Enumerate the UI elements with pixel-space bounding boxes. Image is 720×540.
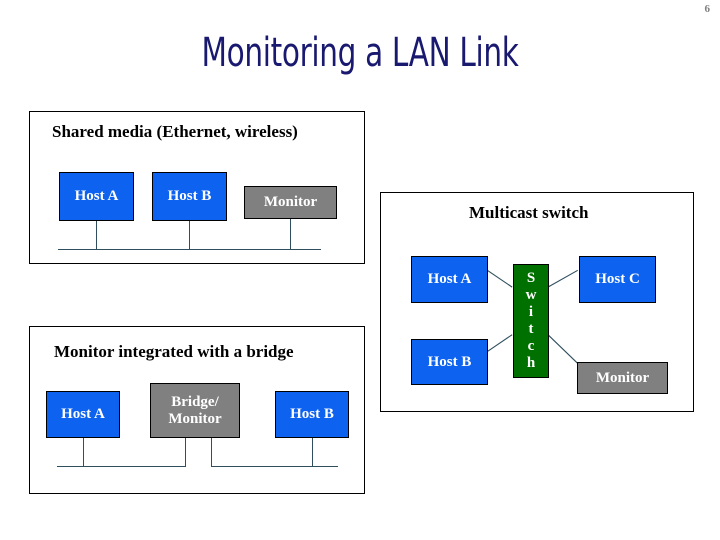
node-monitor-switch[interactable]: Monitor [577,362,668,394]
switch-letter-1: S [526,270,536,286]
wire-drop-host-b-bridge [312,438,314,467]
wire-drop-bridge-right [211,438,213,467]
node-monitor-shared[interactable]: Monitor [244,186,337,219]
node-host-a-shared[interactable]: Host A [59,172,134,221]
panel-heading-multicast-switch: Multicast switch [469,203,589,222]
switch-letter-6: h [526,355,536,371]
wire-drop-host-a-shared [96,221,98,250]
node-host-b-switch[interactable]: Host B [411,339,488,385]
panel-heading-bridge: Monitor integrated with a bridge [54,342,294,361]
node-switch[interactable]: S w i t c h [513,264,549,378]
node-host-b-bridge[interactable]: Host B [275,391,349,438]
wire-drop-monitor-shared [290,219,292,250]
page-title: Monitoring a LAN Link [201,30,519,76]
panel-shared-media: Shared media (Ethernet, wireless) Host A… [29,111,365,264]
link-host-a-switch [487,269,513,288]
wire-bus-segment-left [57,466,186,468]
wire-drop-host-b-shared [189,221,191,250]
node-host-b-shared[interactable]: Host B [152,172,227,221]
page-number: 6 [704,3,711,15]
node-host-c-switch[interactable]: Host C [579,256,656,303]
switch-letter-4: t [528,321,534,337]
panel-bridge: Monitor integrated with a bridge Host A … [29,326,365,494]
link-switch-monitor [547,334,579,364]
link-switch-host-c [547,269,579,288]
wire-drop-host-a-bridge [83,438,85,467]
panel-heading-shared-media: Shared media (Ethernet, wireless) [52,122,298,141]
panel-multicast-switch: Multicast switch Host A Host B Host C Mo… [380,192,694,412]
node-host-a-bridge[interactable]: Host A [46,391,120,438]
switch-letter-5: c [527,338,535,354]
node-host-a-switch[interactable]: Host A [411,256,488,303]
switch-letter-3: i [528,304,534,320]
link-host-b-switch [487,334,513,352]
node-bridge-monitor[interactable]: Bridge/ Monitor [150,383,240,438]
wire-drop-bridge-left [185,438,187,467]
switch-letter-2: w [525,287,537,303]
wire-bus-shared [58,249,321,251]
wire-bus-segment-right [211,466,338,468]
